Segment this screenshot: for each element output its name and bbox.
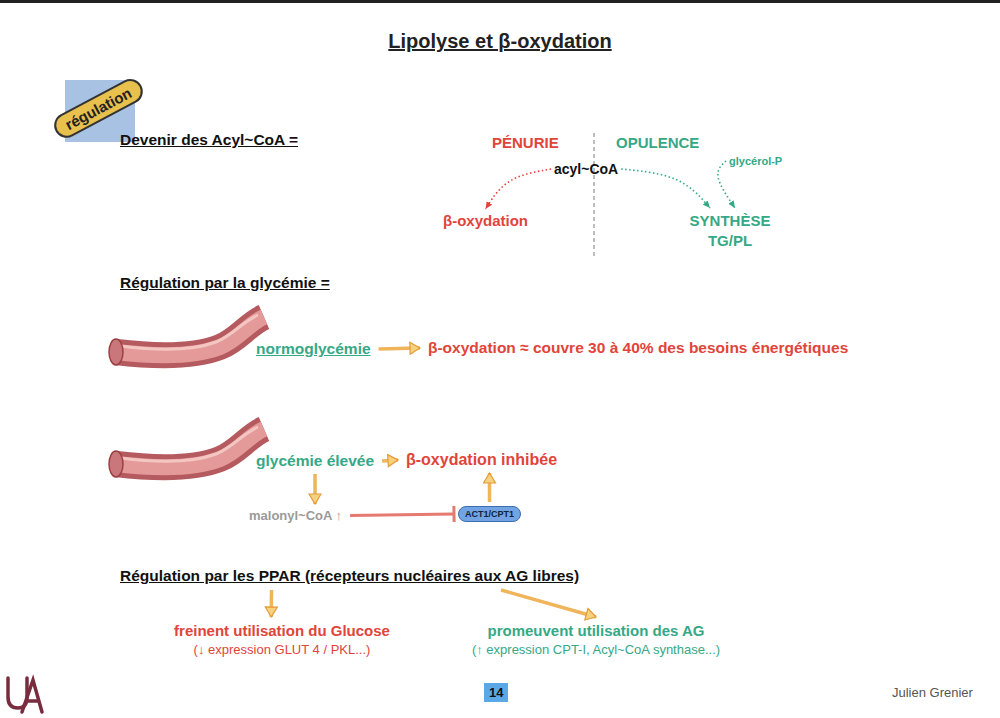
text-node: glycémie élevée [256,452,374,470]
node-text: glycérol-P [729,155,782,167]
node-text: régulation [62,84,134,133]
top-bar [0,0,1000,3]
text-node: acyl~CoA [554,161,618,177]
connector-arrow [379,348,420,349]
blood-vessel [109,427,264,477]
section-heading: Devenir des Acyl~CoA = [120,131,298,149]
text-node: malonyl~CoA ↑ [249,508,342,523]
column-heading: PÉNURIE [492,134,559,151]
connector-arrow [621,169,710,208]
connector-arrow [313,474,317,504]
text-node: β-oxydation ≈ couvre 30 à 40% des besoin… [428,339,848,357]
slide-title: Lipolyse et β-oxydation [388,30,611,53]
connector-arrow [488,473,492,502]
author-name: Julien Grenier [892,685,973,700]
blood-vessel [109,315,264,365]
logo-stroke [22,680,42,712]
node-text: promeuvent utilisation des AG [472,622,720,639]
node-text: (↑ expression CPT-I, Acyl~CoA synthase..… [472,642,720,657]
text-node: freinent utilisation du Glucose (↓ expres… [174,622,390,657]
vessel-highlight [120,315,258,349]
text-node: glycérol-P [729,155,782,167]
vessel-opening [109,339,123,365]
node-text: 14 [489,685,503,700]
text-node: β-oxydation inhibée [406,451,557,469]
node-text: normoglycémie [256,340,371,358]
section-heading: Régulation par la glycémie = [120,274,330,292]
connector-arrow [350,514,454,516]
connector-arrow [486,169,552,209]
section-heading: Régulation par les PPAR (récepteurs nucl… [120,567,579,585]
node-text: Régulation par les PPAR (récepteurs nucl… [120,567,579,585]
node-text: β-oxydation ≈ couvre 30 à 40% des besoin… [428,339,848,357]
connector-arrow [718,161,735,208]
node-text: SYNTHÈSE TG/PL [680,211,780,250]
node-text: glycémie élevée [256,452,374,470]
text-node: SYNTHÈSE TG/PL [680,211,780,250]
page-number-box: 14 [484,683,508,702]
node-text: malonyl~CoA ↑ [249,508,342,523]
text-node: promeuvent utilisation des AG (↑ expressi… [472,622,720,657]
vessel-opening [109,451,123,477]
university-logo [8,678,42,712]
enzyme-pill: ACT1/CPT1 [458,506,521,522]
vessel-highlight [120,427,258,461]
node-text: ACT1/CPT1 [465,509,514,519]
column-heading: OPULENCE [616,134,699,151]
connector-arrow [382,460,398,461]
node-text: freinent utilisation du Glucose [174,622,390,639]
text-node: β-oxydation [443,212,528,229]
node-text: acyl~CoA [554,161,618,177]
connector-arrow [501,590,596,617]
node-text: β-oxydation [443,212,528,229]
connector-arrow [269,590,273,617]
node-text: (↓ expression GLUT 4 / PKL...) [174,642,390,657]
text-node: normoglycémie [256,340,371,358]
node-text: β-oxydation inhibée [406,451,557,469]
divider-line [593,133,594,258]
